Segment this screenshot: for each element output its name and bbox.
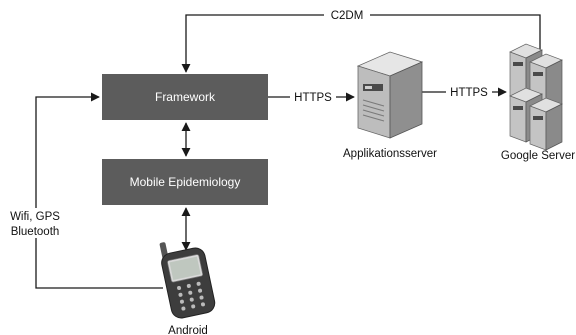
android-label: Android (168, 325, 208, 335)
https-label-2-bg (446, 84, 492, 99)
wifi-connector (35, 92, 163, 289)
c2dm-label: C2DM (331, 10, 364, 22)
google-server-icon (509, 43, 563, 151)
wifi-label-bg (6, 208, 64, 238)
android-phone-icon (159, 242, 216, 319)
application-server-label: Applikationsserver (343, 148, 437, 160)
wifi-label-line1: Wifi, GPS (10, 211, 60, 223)
https-label-2: HTTPS (450, 87, 488, 99)
framework-box (102, 74, 268, 120)
https-label-1: HTTPS (294, 92, 332, 104)
wifi-label-line2: Bluetooth (11, 226, 60, 238)
framework-label: Framework (155, 90, 216, 104)
mobile-epidemiology-box (102, 159, 268, 205)
c2dm-label-bg (324, 8, 370, 22)
google-server-label: Google Server (501, 150, 575, 162)
application-server-icon (356, 51, 424, 139)
mobile-epidemiology-label: Mobile Epidemiology (130, 175, 241, 189)
https-label-1-bg (290, 89, 336, 104)
